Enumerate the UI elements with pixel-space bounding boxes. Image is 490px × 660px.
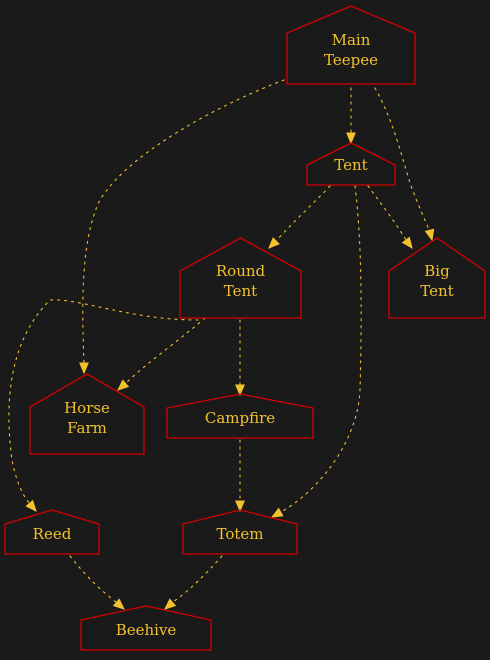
edge-line: [275, 185, 331, 242]
arrowhead-icon: [112, 598, 125, 610]
edge-line: [374, 87, 431, 233]
arrowhead-icon: [117, 379, 130, 391]
node-label: Reed: [33, 525, 72, 543]
edge-main-teepee-to-horse-farm: [79, 79, 285, 375]
edge-campfire-to-totem: [235, 439, 245, 513]
node-label: Campfire: [205, 409, 275, 427]
arrowhead-icon: [25, 499, 37, 512]
edge-line: [280, 185, 362, 513]
house-shape: [29, 373, 145, 455]
arrowhead-icon: [235, 384, 245, 397]
node-totem[interactable]: Totem: [182, 509, 298, 555]
node-label: Round: [216, 262, 266, 280]
edge-tent-to-round-tent: [268, 185, 331, 249]
edge-round-tent-to-horse-farm: [117, 317, 206, 391]
arrowhead-icon: [164, 598, 177, 610]
arrowhead-icon: [401, 236, 413, 250]
edge-line: [125, 317, 206, 384]
arrowhead-icon: [79, 362, 89, 375]
house-shape: [80, 605, 212, 651]
node-tent[interactable]: Tent: [306, 142, 396, 186]
house-shape: [179, 237, 302, 319]
edge-round-tent-to-campfire: [235, 319, 245, 397]
house-shape: [182, 509, 298, 555]
edge-reed-to-beehive: [69, 555, 125, 610]
node-label: Tent: [420, 282, 453, 300]
edge-line: [367, 185, 407, 241]
node-label: Beehive: [116, 621, 177, 639]
node-beehive[interactable]: Beehive: [80, 605, 212, 651]
arrowhead-icon: [268, 237, 280, 249]
arrowhead-icon: [346, 132, 356, 145]
edge-line: [8, 299, 199, 505]
edges-layer: [8, 79, 435, 610]
node-label: Totem: [217, 525, 264, 543]
node-label: Tent: [224, 282, 257, 300]
edge-line: [82, 79, 285, 365]
arrowhead-icon: [235, 500, 245, 513]
node-label: Teepee: [324, 51, 378, 69]
nodes-layer: MainTeepeeTentRoundTentBigTentHorseFarmC…: [4, 5, 486, 651]
house-shape: [306, 142, 396, 186]
arrowhead-icon: [270, 507, 284, 518]
node-label: Main: [332, 31, 371, 49]
node-reed[interactable]: Reed: [4, 509, 100, 555]
house-shape: [166, 393, 314, 439]
house-shape: [388, 237, 486, 319]
node-label: Horse: [64, 399, 110, 417]
node-label: Big: [424, 262, 450, 280]
edge-round-tent-to-reed: [8, 299, 199, 512]
node-label: Tent: [334, 156, 367, 174]
edge-tent-to-big-tent: [367, 185, 413, 250]
edge-totem-to-beehive: [164, 555, 223, 610]
node-campfire[interactable]: Campfire: [166, 393, 314, 439]
edge-line: [172, 555, 223, 603]
node-label: Farm: [67, 419, 107, 437]
edge-main-teepee-to-big-tent: [374, 87, 435, 242]
house-shape: [4, 509, 100, 555]
house-shape: [286, 5, 416, 85]
edge-tent-to-totem: [270, 185, 362, 518]
arrowhead-icon: [424, 228, 435, 242]
edge-line: [69, 555, 117, 603]
edge-main-teepee-to-tent: [346, 87, 356, 145]
